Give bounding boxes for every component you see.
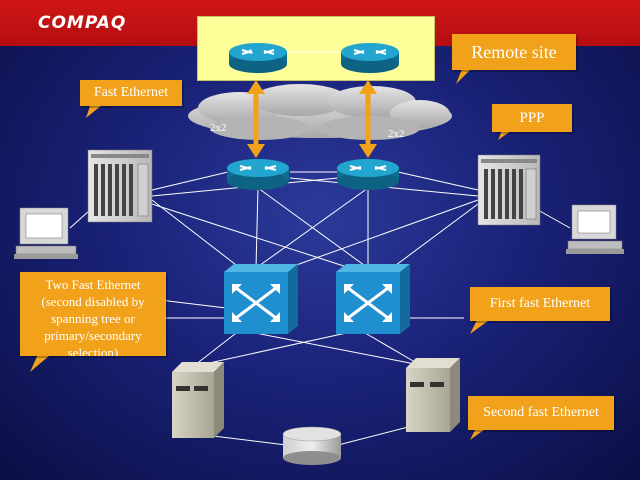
link-label-right: 2x2 (388, 128, 405, 140)
workstation-left (14, 207, 78, 259)
wan-cloud (188, 84, 452, 140)
router-remote-left (229, 43, 287, 73)
callout-second-fast-ethernet-text: Second fast Ethernet (483, 405, 599, 420)
callout-fast-ethernet-text: Fast Ethernet (93, 85, 169, 100)
callout-remote-site-text: Remote site (471, 42, 557, 62)
wan-link-arrow-left (247, 80, 265, 158)
callout-fast-ethernet: Fast Ethernet (80, 80, 182, 106)
callout-second-fast-ethernet: Second fast Ethernet (468, 396, 614, 430)
wan-link-arrows (247, 80, 377, 158)
callout-ppp: PPP (492, 104, 572, 132)
callout-first-fast-ethernet: First fast Ethernet (470, 287, 610, 321)
network-links (69, 51, 571, 446)
server-right (406, 358, 460, 432)
server-left (172, 362, 224, 438)
callout-two-fast-ethernet: Two Fast Ethernet (second disabled by sp… (20, 272, 166, 356)
compaq-logo: COMPAQ (38, 13, 127, 33)
equipment-cabinet-right (477, 154, 541, 226)
switch-left (224, 264, 298, 334)
callout-remote-site: Remote site (452, 34, 576, 70)
router-remote-right (341, 43, 399, 73)
link-label-left: 2x2 (210, 122, 227, 134)
switch-right (336, 264, 410, 334)
callout-two-fast-ethernet-text: Two Fast Ethernet (second disabled by sp… (41, 277, 145, 356)
callout-ppp-text: PPP (519, 110, 545, 126)
callout-first-fast-ethernet-text: First fast Ethernet (489, 296, 591, 311)
equipment-cabinet-left (87, 149, 153, 223)
router-core-left (227, 159, 289, 190)
router-core-right (337, 159, 399, 190)
wan-link-arrow-right (359, 80, 377, 158)
storage-disk (282, 426, 342, 465)
workstation-right (566, 204, 624, 254)
